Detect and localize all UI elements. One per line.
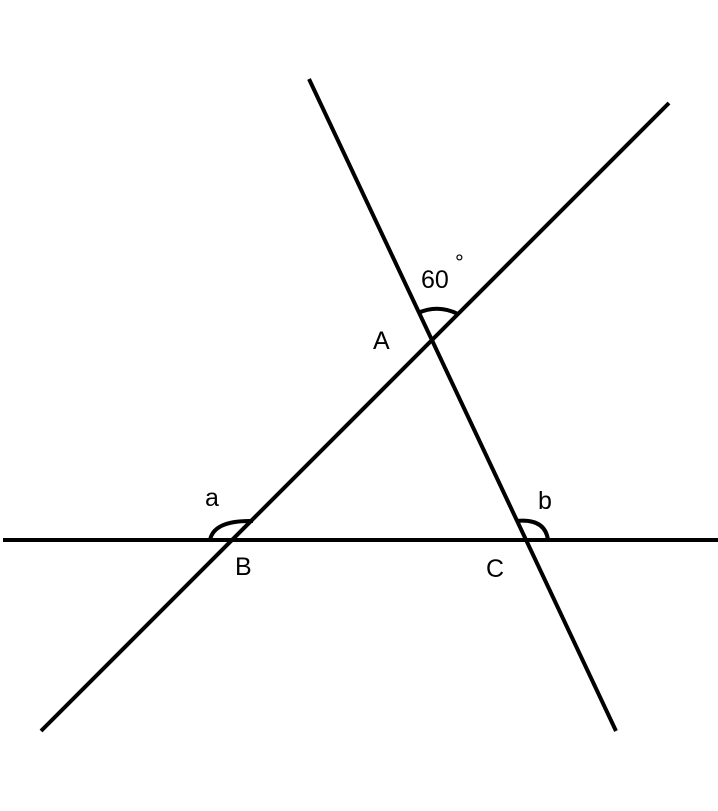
line-ab <box>39 101 671 733</box>
angle-arc-60 <box>417 306 459 316</box>
line-ac <box>307 78 618 732</box>
angle-60-label: 60 <box>421 266 449 294</box>
angle-arc-a <box>208 518 254 541</box>
point-b-label: B <box>235 553 252 581</box>
degree-symbol: ° <box>455 250 464 275</box>
point-c-label: C <box>486 555 504 583</box>
angle-b-label: b <box>538 487 552 515</box>
angle-arc-b <box>515 518 550 541</box>
angle-a-label: a <box>205 484 219 512</box>
point-a-label: A <box>373 327 390 355</box>
